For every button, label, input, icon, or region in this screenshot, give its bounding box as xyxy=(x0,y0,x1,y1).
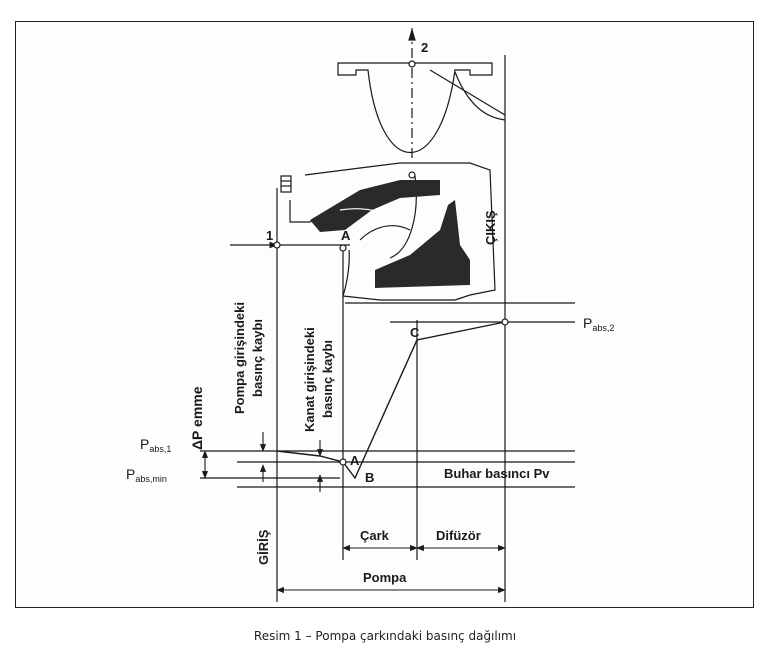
label-delta-p: ΔP emme xyxy=(189,386,205,450)
casing-top xyxy=(337,62,493,153)
diagram-frame xyxy=(15,21,754,608)
label-point-1: 1 xyxy=(266,228,274,243)
label-blade-inlet-loss-1: Kanat girişindeki xyxy=(302,327,317,432)
label-difuzor: Difüzör xyxy=(436,528,481,543)
impeller-shroud xyxy=(310,180,440,232)
marker-a-bottom xyxy=(339,458,347,466)
marker-1 xyxy=(273,241,281,249)
figure-caption: Resim 1 – Pompa çarkındaki basınç dağılı… xyxy=(253,629,517,643)
label-p-abs1: Pabs,1 xyxy=(140,436,172,454)
label-p-abs2: Pabs,2 xyxy=(583,315,615,333)
label-point-a-top: A xyxy=(341,228,351,243)
pressure-curve xyxy=(276,321,506,480)
label-cark: Çark xyxy=(360,528,389,543)
label-point-a-bottom: A xyxy=(350,453,360,468)
marker-2 xyxy=(408,60,416,68)
label-pompa: Pompa xyxy=(363,570,407,585)
impeller-housing xyxy=(304,162,496,301)
label-point-c: C xyxy=(410,325,420,340)
marker-pabs2 xyxy=(501,318,509,326)
label-giris: GİRİŞ xyxy=(256,529,271,565)
label-p-absmin: Pabs,min xyxy=(126,466,167,484)
label-pump-inlet-loss-2: basınç kaybı xyxy=(250,318,265,397)
volute-side xyxy=(454,71,506,121)
label-blade-inlet-loss-2: basınç kaybı xyxy=(320,339,335,418)
inlet-flange xyxy=(280,175,292,193)
label-pump-inlet-loss-1: Pompa girişindeki xyxy=(232,302,247,414)
label-cikis: ÇIKIŞ xyxy=(483,210,498,245)
marker-a-top xyxy=(339,244,347,252)
label-point-2: 2 xyxy=(421,40,429,55)
label-point-b: B xyxy=(365,470,375,485)
impeller-hub xyxy=(375,200,470,288)
label-vapor-pressure: Buhar basıncı Pv xyxy=(444,466,550,481)
